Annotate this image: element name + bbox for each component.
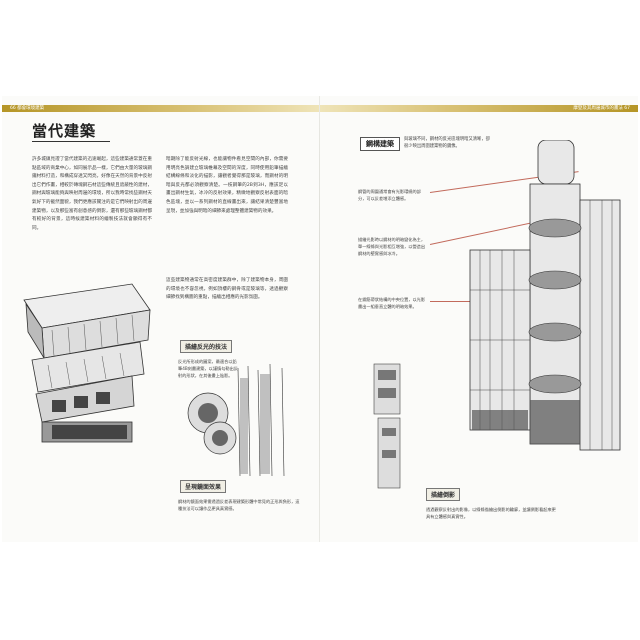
body-column-1: 許多城鎮見證了當代建築的迅速崛起，這些建築通常蓋在重點區域的商業中心，如同展示品…	[32, 157, 152, 231]
page-title: 當代建築	[32, 122, 97, 140]
right-header-bar	[320, 105, 638, 112]
section-intro: 與玻璃不同，鋼材的反光區塊明暗又清晰，卻很少映出周圍建築物的鏡像。	[404, 137, 490, 149]
left-page-header: 66 都會環境建築	[10, 106, 45, 111]
note-2: 描繪光影時以鋼材的明暗變化為主，單一線條與光影相互增強，以營造出鋼材的堅實感與冰…	[358, 237, 426, 256]
left-header-bar	[2, 105, 320, 112]
body-column-2: 暗期除了能反射光線，也能讓物件看見空間的內部，你需要用明亮色調建立玻璃帷幕及空間…	[166, 157, 288, 214]
title-rule	[32, 141, 110, 142]
steel-tower-sketch	[469, 140, 621, 451]
reflection-sketch	[373, 363, 401, 489]
tip-text-mirror: 鋼材的鏡面效果需透過反差表現建築形體中常見的正形與負形，這種技法可以讓作品更具真…	[178, 499, 300, 511]
tip-text-reflection-drawing: 透過觀察反射出的影像，以線條描繪出倒影的輪廓，並讓倒影看起來更具有立體感與真實性…	[426, 507, 556, 519]
page-gutter	[319, 96, 320, 542]
round-window-sketch	[187, 363, 285, 477]
tip-title-reflection: 描繪反光的技法	[180, 340, 233, 353]
body-column-2b: 這些建築物通常在高密度建築群中，除了建築物本身，周圍的環境也不容忽視，例如頂樓的…	[166, 278, 288, 301]
note-1: 鋼管的周圍通常會有光影環繞的部分，可以反差增添立體感。	[358, 189, 421, 201]
tip-title-reflection-drawing: 描繪倒影	[426, 488, 461, 501]
tip-title-mirror: 呈現鏡面效果	[180, 480, 227, 493]
stacked-building-sketch	[23, 283, 151, 443]
right-page: 摩登及其周邊城市的畫法 67 鋼構建築 與玻璃不同，鋼材的反光區塊明暗又清晰，卻…	[320, 96, 638, 542]
right-page-header: 摩登及其周邊城市的畫法 67	[573, 106, 630, 111]
section-title: 鋼構建築	[360, 137, 400, 151]
tip-text-reflection: 反光所形成的圖案，最適合以鉛筆4B刻畫建築，以謹慎勾勒出反射的形狀，在其後畫上陰…	[178, 359, 238, 378]
book-spread: 66 都會環境建築 當代建築 許多城鎮見證了當代建築的迅速崛起，這些建築通常蓋在…	[2, 96, 638, 542]
left-page: 66 都會環境建築 當代建築 許多城鎮見證了當代建築的迅速崛起，這些建築通常蓋在…	[2, 96, 320, 542]
note-3: 在鋼筋帶狀結構的中央位置，以光影畫出一組垂直立體的明暗效果。	[358, 297, 426, 309]
